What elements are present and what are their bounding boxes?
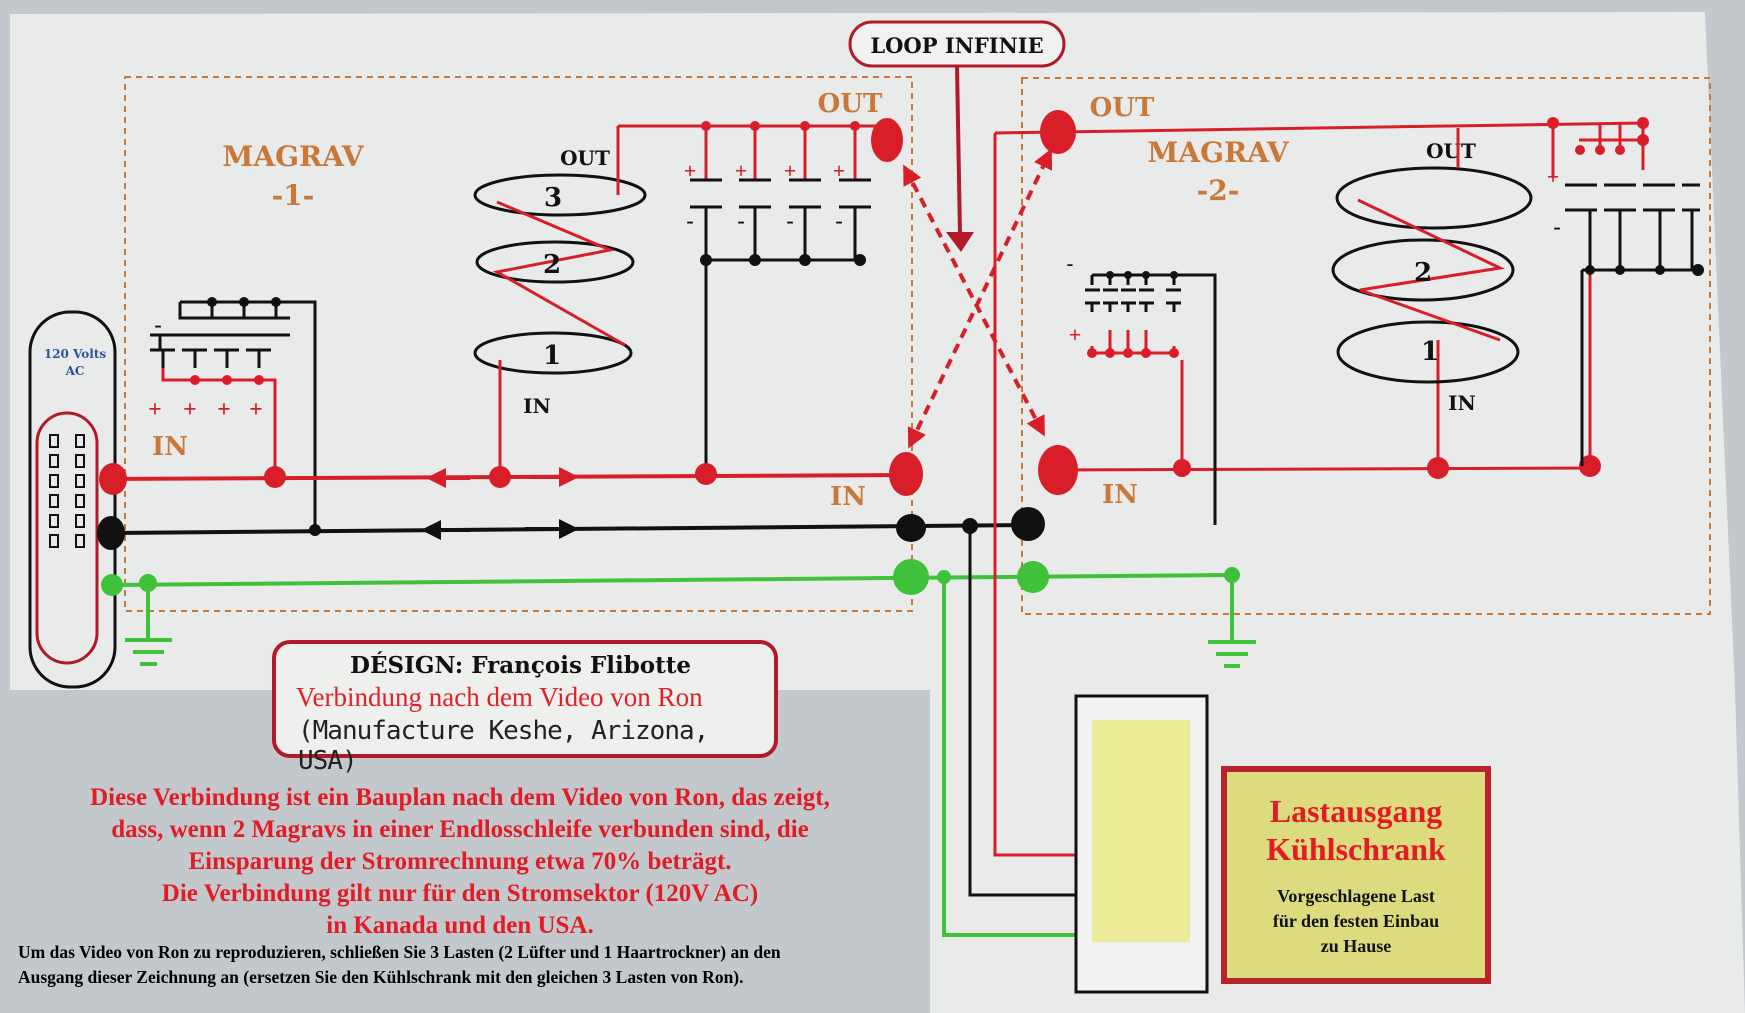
- magrav2-output-nodes: [1585, 264, 1704, 276]
- note-line: Um das Video von Ron zu reproduzieren, s…: [18, 942, 781, 962]
- magrav1-coil: [473, 126, 647, 472]
- magrav2-coil-1: 1: [1421, 337, 1439, 367]
- magrav1-coil-1: 1: [543, 341, 561, 371]
- magrav2-number: -2-: [1197, 174, 1240, 207]
- magrav1-output-capacitors: [690, 178, 871, 472]
- neutral-to-load: [968, 526, 1080, 897]
- magrav1-input-plus-2: +: [183, 397, 197, 423]
- magrav1-in-port: [889, 452, 923, 496]
- description-line: Diese Verbindung ist ein Bauplan nach de…: [90, 784, 830, 811]
- magrav1-title: MAGRAV: [222, 140, 365, 173]
- magrav1-input-plus-4: +: [249, 397, 263, 423]
- live-nodes: [264, 463, 717, 488]
- magrav2-coil-out-label: OUT: [1426, 139, 1476, 163]
- description-line: Einsparung der Stromrechnung etwa 70% be…: [188, 848, 732, 875]
- power-source-outline: [28, 310, 117, 689]
- refrigerator-panel: [1092, 720, 1190, 942]
- magrav1-out-port: [871, 118, 903, 162]
- design-credit-author: DÉSIGN: François Flibotte: [350, 652, 692, 679]
- magrav2-out-label: OUT: [1090, 93, 1155, 123]
- power-label-line2: AC: [65, 364, 85, 378]
- magrav1-input-nodes: [207, 297, 281, 307]
- magrav1-coil-in-label: IN: [523, 394, 551, 418]
- loop-label: LOOP INFINIE: [870, 33, 1043, 58]
- magrav2-in-label: IN: [1102, 480, 1138, 510]
- magrav1-number: -1-: [272, 179, 315, 212]
- magrav1-out-minus-4: -: [835, 208, 842, 233]
- power-label-line1: 120 Volts: [44, 347, 107, 361]
- load-sub-line1: Vorgeschlagene Last: [1277, 886, 1435, 906]
- magrav2-coil-2: 2: [1414, 258, 1432, 288]
- magrav1-input-red: [161, 368, 277, 472]
- load-title-line1: Lastausgang: [1269, 793, 1443, 829]
- neutral-node-1: [309, 524, 321, 536]
- description-line: dass, wenn 2 Magravs in einer Endlosschl…: [111, 816, 809, 843]
- magrav1-input-plus-3: +: [217, 397, 231, 423]
- magrav1-out-minus-1: -: [686, 208, 693, 233]
- magrav1-out-plus-2: +: [735, 158, 748, 183]
- load-sub-line2: für den festen Einbau: [1272, 911, 1440, 931]
- magrav1-coil-3: 3: [544, 183, 562, 213]
- note-line: Ausgang dieser Zeichnung an (ersetzen Si…: [18, 967, 744, 987]
- magrav2-coil-in-label: IN: [1448, 391, 1476, 415]
- magrav1-out-plus-4: +: [833, 158, 846, 183]
- magrav1-input-plus-1: +: [148, 397, 162, 423]
- magrav1-input-red-nodes: [190, 375, 264, 385]
- magrav2-input-capacitors: [1085, 273, 1217, 525]
- outlet-slots: [49, 434, 85, 548]
- source-live-terminal: [99, 463, 127, 495]
- magrav2-live-nodes: [1087, 117, 1649, 479]
- magrav2-title: MAGRAV: [1147, 136, 1290, 169]
- magrav2-output-capacitors: [1565, 183, 1700, 466]
- neutral-junction-3: [1011, 507, 1045, 541]
- magrav2-input-minus: -: [1067, 253, 1074, 275]
- magrav2-coil: [1331, 128, 1533, 384]
- magrav1-output-red-nodes: [701, 121, 860, 131]
- loop-cross: [903, 148, 1053, 449]
- magrav1-out-plus-3: +: [784, 158, 797, 183]
- design-credit-manufacturer: (Manufacture Keshe, Arizona, USA): [298, 716, 709, 776]
- magrav1-out-minus-3: -: [786, 208, 793, 233]
- magrav1-output-nodes: [700, 254, 866, 266]
- source-neutral-terminal: [97, 516, 125, 550]
- ground-nodes: [101, 559, 1240, 596]
- magrav1-out-plus-1: +: [684, 158, 697, 183]
- magrav1-coil-out-label: OUT: [560, 146, 610, 170]
- load-sub-line3: zu Hause: [1320, 936, 1392, 956]
- magrav2-out-minus: -: [1553, 214, 1560, 239]
- design-credit-source: Verbindung nach dem Video von Ron: [296, 682, 703, 712]
- description-line: in Kanada und den USA.: [326, 912, 594, 939]
- instruction-note: Um das Video von Ron zu reproduzieren, s…: [18, 940, 938, 990]
- outlet-strip: [35, 411, 99, 665]
- description-text: Diese Verbindung ist ein Bauplan nach de…: [10, 782, 910, 942]
- neutral-junction-1: [896, 514, 926, 542]
- magrav2-input-nodes: [1106, 271, 1178, 279]
- magrav1-left-in-label: IN: [152, 432, 188, 462]
- design-credit-box: DÉSIGN: François Flibotte Verbindung nac…: [272, 640, 778, 776]
- magrav2-input-plus: +: [1069, 322, 1082, 347]
- magrav1-coil-2: 2: [543, 250, 561, 280]
- magrav1-input-minus: -: [154, 312, 161, 337]
- magrav1-input-capacitors: [150, 300, 317, 530]
- magrav1-out-label: OUT: [818, 89, 883, 119]
- magrav1-in-label: IN: [830, 482, 866, 512]
- load-title-line2: Kühlschrank: [1266, 831, 1446, 867]
- magrav2-out-plus: +: [1547, 164, 1560, 189]
- load-output-box: Lastausgang Kühlschrank Vorgeschlagene L…: [1221, 766, 1491, 984]
- description-line: Die Verbindung gilt nur für den Stromsek…: [161, 880, 759, 907]
- diagram-panel: [10, 12, 1745, 1013]
- magrav1-out-minus-2: -: [737, 208, 744, 233]
